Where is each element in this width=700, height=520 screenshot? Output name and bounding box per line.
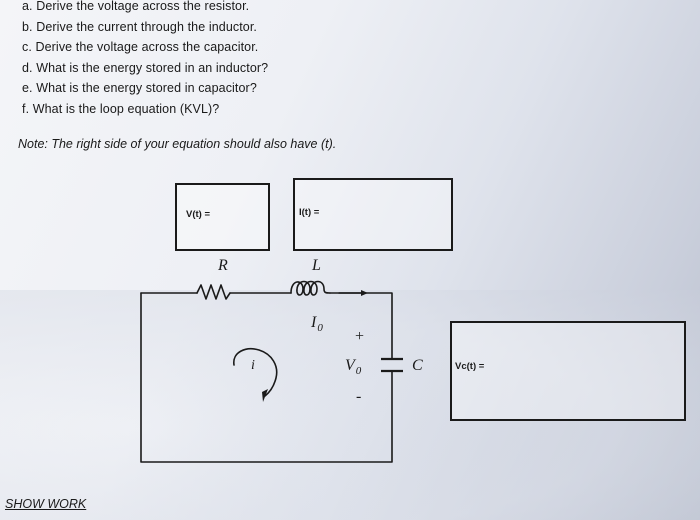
question-f: f. What is the loop equation (KVL)? bbox=[22, 101, 220, 116]
current-answer-box[interactable]: I(t) = bbox=[293, 178, 453, 251]
question-e: e. What is the energy stored in capacito… bbox=[22, 81, 257, 95]
voltage-answer-box[interactable]: V(t) = bbox=[175, 183, 270, 251]
capacitor-voltage-label: V0 bbox=[345, 357, 362, 377]
resistor-zigzag bbox=[196, 284, 231, 300]
resistor-label: R bbox=[218, 257, 228, 274]
inductor-current-label: I0 bbox=[311, 314, 323, 334]
minus-sign: - bbox=[356, 388, 362, 405]
question-list: a. Derive the voltage across the resisto… bbox=[22, 0, 268, 119]
capacitor-voltage-answer-label: Vc(t) = bbox=[455, 361, 485, 372]
capacitor-label: C bbox=[412, 357, 423, 374]
voltage-answer-label: V(t) = bbox=[186, 209, 211, 220]
current-arrow-head bbox=[361, 290, 368, 296]
loop-current-arc bbox=[233, 348, 278, 397]
loop-current-label: i bbox=[251, 358, 255, 373]
show-work-text: SHOW WORK bbox=[5, 497, 87, 511]
question-b: b. Derive the current through the induct… bbox=[22, 19, 257, 34]
inductor-coil bbox=[290, 280, 331, 296]
note-text: Note: The right side of your equation sh… bbox=[18, 137, 337, 151]
question-a: a. Derive the voltage across the resisto… bbox=[22, 0, 250, 13]
question-d: d. What is the energy stored in an induc… bbox=[22, 60, 269, 75]
wire-left bbox=[140, 292, 393, 463]
inductor-label: L bbox=[312, 257, 321, 274]
capacitor-voltage-answer-box[interactable]: Vc(t) = bbox=[450, 321, 686, 421]
current-answer-label: I(t) = bbox=[299, 207, 320, 218]
wire-top-right bbox=[329, 292, 393, 360]
loop-arrow-head bbox=[262, 389, 268, 402]
question-c: c. Derive the voltage across the capacit… bbox=[22, 40, 259, 54]
plus-sign: + bbox=[355, 328, 365, 345]
